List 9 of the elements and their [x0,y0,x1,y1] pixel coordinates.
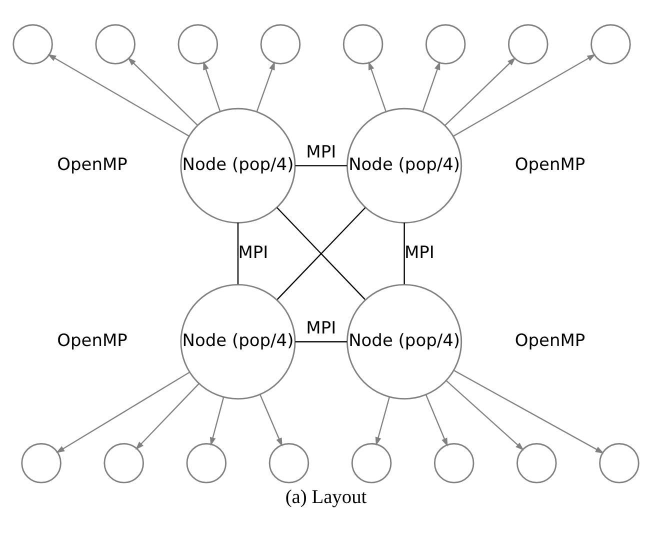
caption: (a) Layout [285,486,367,508]
edge-label: MPI [306,142,336,162]
edge-label: MPI [238,243,268,264]
label: OpenMP [514,155,586,176]
label: OpenMP [514,331,586,352]
label: OpenMP [57,155,128,176]
edge-label: MPI [306,318,336,338]
edge-label: MPI [404,243,434,264]
label: OpenMP [57,331,128,352]
